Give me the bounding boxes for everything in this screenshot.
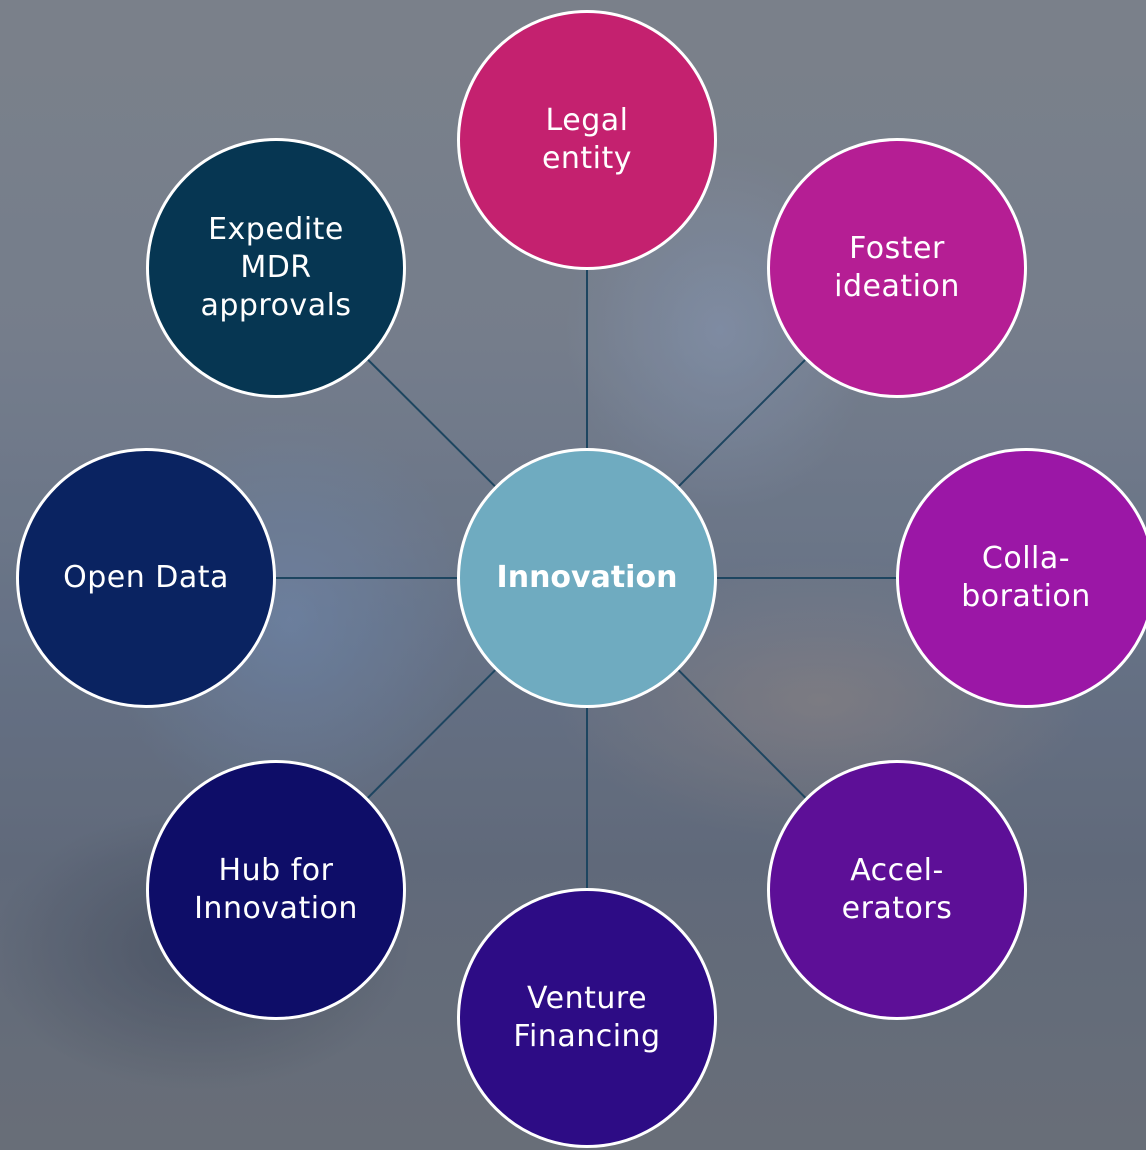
node-label: Hub for Innovation — [194, 853, 358, 926]
node-label: Venture Financing — [513, 981, 661, 1054]
node-center-innovation: Innovation — [457, 448, 717, 708]
node-expedite-mdr: Expedite MDR approvals — [146, 138, 406, 398]
node-label: Open Data — [63, 560, 229, 595]
node-foster-ideation: Foster ideation — [767, 138, 1027, 398]
center-label: Innovation — [496, 560, 678, 595]
node-label: Accel- erators — [841, 853, 953, 926]
node-label: Foster ideation — [834, 231, 960, 304]
node-hub-for-innovation: Hub for Innovation — [146, 760, 406, 1020]
node-collaboration: Colla- boration — [896, 448, 1146, 708]
node-open-data: Open Data — [16, 448, 276, 708]
node-venture-financing: Venture Financing — [457, 888, 717, 1148]
node-label: Expedite MDR approvals — [200, 212, 352, 323]
node-legal-entity: Legal entity — [457, 10, 717, 270]
node-label: Legal entity — [541, 103, 633, 176]
node-accelerators: Accel- erators — [767, 760, 1027, 1020]
node-label: Colla- boration — [961, 541, 1091, 614]
